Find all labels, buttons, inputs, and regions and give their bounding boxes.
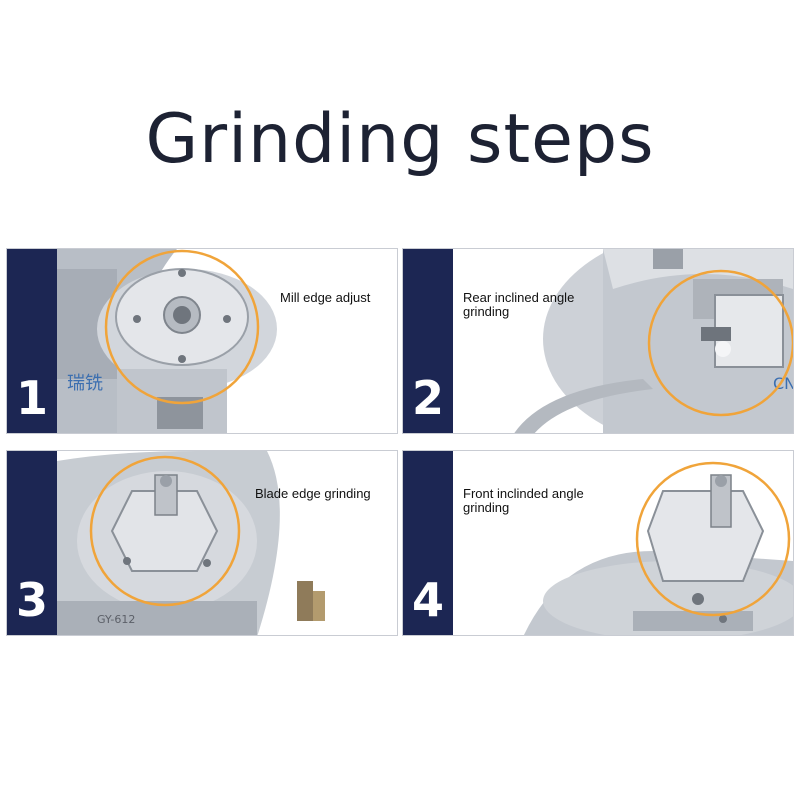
step-3-label: Blade edge grinding: [255, 486, 371, 501]
step-2-photo: CNC: [453, 249, 793, 433]
svg-text:瑞铣: 瑞铣: [67, 373, 103, 394]
step-2-bar: 2: [403, 249, 453, 433]
step-1-label: Mill edge adjust: [280, 290, 371, 305]
step-4-photo: [453, 451, 793, 635]
step-4-number: 4: [411, 573, 444, 627]
page-title: Grinding steps: [145, 100, 655, 179]
step-card-2: CNC 2 Rear inclined angle grinding: [402, 248, 794, 434]
step-4-bar: 4: [403, 451, 453, 635]
step-card-1: 瑞铣 1 Mill edge adjust: [6, 248, 398, 434]
step-1-number: 1: [15, 371, 48, 425]
step-2-label: Rear inclined angle grinding: [463, 290, 575, 319]
step-3-photo: GY-612: [57, 451, 397, 635]
step-2-number: 2: [411, 371, 444, 425]
step-card-4: 4 Front inclinded angle grinding: [402, 450, 794, 636]
step-3-number: 3: [15, 573, 48, 627]
step-4-label: Front inclinded angle grinding: [463, 486, 584, 515]
step-1-bar: 1: [7, 249, 57, 433]
step-3-bar: 3: [7, 451, 57, 635]
step-card-3: GY-612 3 Blade edge grinding: [6, 450, 398, 636]
step-1-photo: 瑞铣: [57, 249, 397, 433]
svg-text:GY-612: GY-612: [97, 613, 135, 626]
